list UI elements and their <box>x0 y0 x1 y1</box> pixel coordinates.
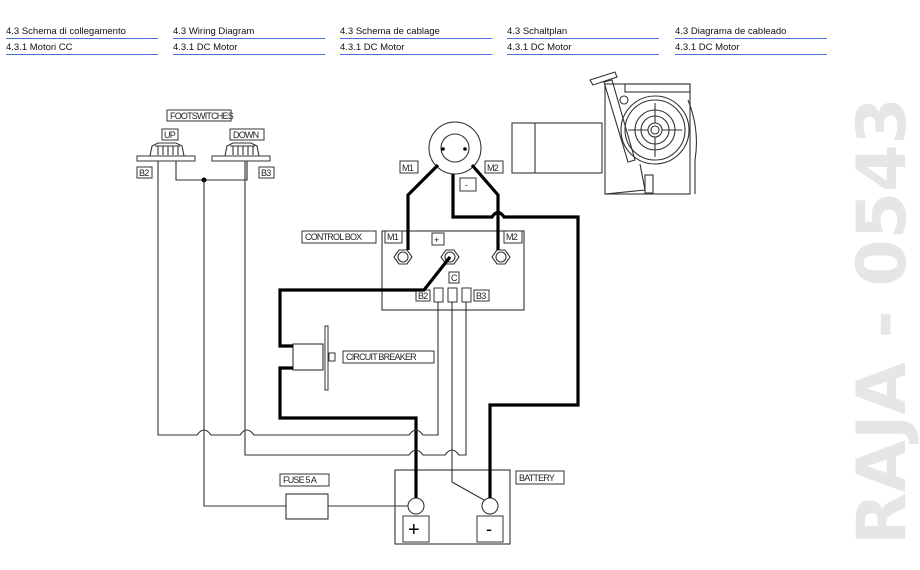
fuse-label: FUSE 5 A <box>283 475 317 485</box>
footswitch-up <box>149 142 185 157</box>
section-underline <box>6 38 158 39</box>
control-box-label: CONTROL BOX <box>305 232 362 242</box>
section-title-es: 4.3 Diagrama de cableado <box>675 26 787 37</box>
subsection-title-it: 4.3.1 Motori CC <box>6 42 73 53</box>
battery: BATTERY + - <box>394 469 565 545</box>
circuit-breaker-label: CIRCUIT BREAKER <box>346 352 417 362</box>
footswitches: FOOTSWITCHES UP DOWN B2 B3 <box>136 109 275 183</box>
subsection-title-de: 4.3.1 DC Motor <box>507 42 572 53</box>
subsection-underline <box>6 54 158 55</box>
control-box-b2-label: B2 <box>418 291 428 301</box>
section-title-en: 4.3 Wiring Diagram <box>173 26 255 37</box>
footswitch-b2-label: B2 <box>139 168 149 178</box>
motor: M1 M2 - <box>399 121 504 192</box>
subsection-title-es: 4.3.1 DC Motor <box>675 42 740 53</box>
control-box: CONTROL BOX M1 M2 + C B2 B3 <box>301 230 525 311</box>
motor-negative-label: - <box>465 180 468 190</box>
cable-motor-m1 <box>406 163 440 250</box>
footswitches-label-box <box>166 109 232 122</box>
footswitches-label: FOOTSWITCHES <box>170 111 234 121</box>
footswitch-down <box>224 142 260 157</box>
cable-breaker-to-battery <box>278 366 418 498</box>
cable-motor-m2 <box>470 163 500 250</box>
subsection-underline <box>173 54 325 55</box>
control-box-m1-label: M1 <box>387 232 399 242</box>
section-underline <box>173 38 325 39</box>
watermark: RAJA - 0543 <box>843 97 920 545</box>
terminal-c <box>447 287 458 303</box>
control-box-positive-label: + <box>434 235 439 245</box>
cable-motor-negative <box>451 174 580 498</box>
subsection-underline <box>340 54 492 55</box>
circuit-breaker: CIRCUIT BREAKER <box>292 325 435 391</box>
battery-positive-post <box>407 497 425 515</box>
motor-m2-label: M2 <box>487 163 499 173</box>
battery-negative-label: - <box>486 519 492 539</box>
terminal-b2 <box>433 287 444 303</box>
motor-m1-label: M1 <box>402 163 414 173</box>
section-underline <box>675 38 827 39</box>
section-title-fr: 4.3 Schema de cablage <box>340 26 440 37</box>
fuse: FUSE 5 A <box>279 473 330 520</box>
wire-c-to-battery <box>451 302 485 501</box>
control-box-common-label: C <box>451 273 458 283</box>
wire-common-to-fuse <box>203 180 286 507</box>
power-cables <box>278 163 580 498</box>
battery-negative-post <box>481 497 499 515</box>
section-title-de: 4.3 Schaltplan <box>507 26 568 37</box>
battery-label: BATTERY <box>519 473 555 483</box>
cable-positive-to-breaker <box>278 256 452 348</box>
subsection-title-en: 4.3.1 DC Motor <box>173 42 238 53</box>
control-box-m2-label: M2 <box>506 232 518 242</box>
battery-positive-label: + <box>408 519 420 541</box>
section-title-it: 4.3 Schema di collegamento <box>6 26 126 37</box>
subsection-title-fr: 4.3.1 DC Motor <box>340 42 405 53</box>
section-underline <box>340 38 492 39</box>
footswitch-down-label: DOWN <box>233 130 259 140</box>
control-box-b3-label: B3 <box>476 291 486 301</box>
section-underline <box>507 38 659 39</box>
wire-b3 <box>244 161 467 456</box>
subsection-underline <box>507 54 659 55</box>
windlass-illustration <box>511 71 697 195</box>
footswitch-up-label: UP <box>164 130 176 140</box>
footswitch-b3-label: B3 <box>261 168 271 178</box>
control-wires <box>157 161 485 507</box>
terminal-b3 <box>461 287 472 303</box>
wire-b2 <box>157 161 439 436</box>
subsection-underline <box>675 54 827 55</box>
